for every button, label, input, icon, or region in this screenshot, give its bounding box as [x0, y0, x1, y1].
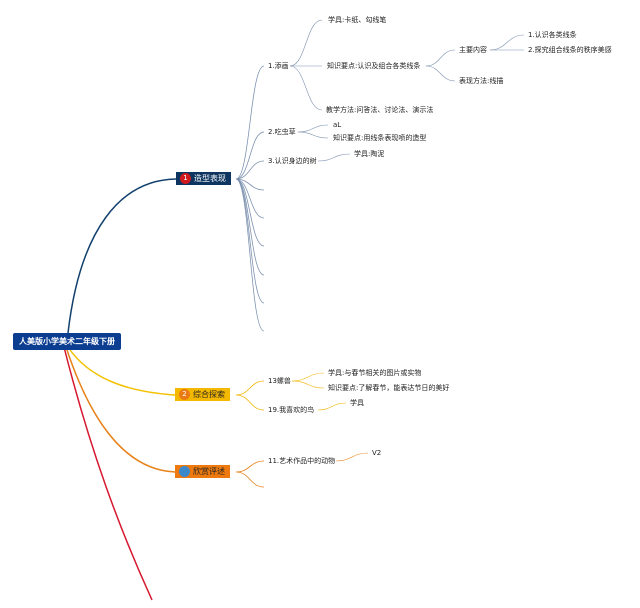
connector-line	[317, 402, 347, 411]
topic-node[interactable]: 1.添画	[268, 62, 289, 70]
connector-line	[235, 131, 265, 180]
connector-line	[235, 65, 265, 180]
topic-node[interactable]: aL	[333, 121, 342, 129]
connector-line	[235, 178, 265, 276]
connector-line	[235, 178, 265, 332]
branch-node-综合探索[interactable]: 2 综合探索	[175, 388, 230, 401]
topic-node[interactable]: 13螺兽	[268, 377, 291, 385]
branch-line	[63, 346, 153, 601]
branch-label: 欣赏评述	[193, 467, 225, 476]
connector-line	[291, 380, 325, 389]
connector-line	[489, 34, 525, 51]
branch-node-欣赏评述[interactable]: 欣赏评述	[175, 465, 230, 478]
branch-line	[65, 346, 176, 473]
badge-number-icon: 2	[179, 389, 190, 400]
topic-node[interactable]: 主要内容	[459, 46, 487, 54]
branch-label: 造型表现	[194, 174, 226, 183]
topic-node[interactable]: 学具:与春节相关的图片或实物	[328, 369, 422, 377]
topic-node[interactable]: 19.我喜欢的鸟	[268, 406, 315, 414]
branch-line	[67, 178, 177, 334]
connector-line	[425, 65, 456, 82]
connector-line	[297, 131, 329, 139]
topic-node[interactable]: 表现方法:线描	[459, 77, 504, 85]
connector-line	[289, 19, 323, 67]
connector-line	[291, 372, 325, 382]
connector-line	[235, 394, 265, 411]
branch-node-造型表现[interactable]: 1 造型表现	[176, 172, 231, 185]
topic-node[interactable]: 学具:陶泥	[354, 150, 385, 158]
topic-node[interactable]: 知识要点:认识及组合各类线条	[327, 62, 421, 70]
root-node[interactable]: 人美版小学美术二年级下册	[13, 333, 121, 350]
topic-node[interactable]: 知识要点:用线条表现喷的造型	[333, 134, 427, 142]
topic-node[interactable]: 2.探究组合线条的秩序美感	[528, 46, 612, 54]
topic-node[interactable]: 2.吃虫草	[268, 128, 296, 136]
branch-line	[67, 346, 176, 396]
connector-line	[235, 178, 265, 247]
topic-node[interactable]: V2	[372, 449, 382, 457]
connector-line	[235, 460, 265, 473]
topic-node[interactable]: 知识要点:了解春节，能表达节日的美好	[328, 384, 450, 392]
topic-node[interactable]: 学具	[350, 399, 364, 407]
connector-line	[235, 160, 265, 180]
topic-node[interactable]: 教学方法:问答法、讨论法、演示法	[326, 106, 434, 114]
connector-line	[335, 452, 369, 462]
connector-line	[317, 153, 351, 162]
connector-line	[289, 65, 323, 111]
topic-node[interactable]: 3.认识身边的树	[268, 157, 317, 165]
root-label: 人美版小学美术二年级下册	[19, 337, 115, 346]
branch-label: 综合探索	[193, 390, 225, 399]
topic-node[interactable]: 11.艺术作品中的动物	[268, 457, 336, 465]
connector-line	[425, 49, 456, 67]
connector-line	[235, 471, 265, 488]
connector-line	[297, 124, 329, 133]
globe-icon	[179, 466, 190, 477]
topic-node[interactable]: 1.认识各类线条	[528, 31, 577, 39]
topic-node[interactable]: 学具:卡纸、勾线笔	[328, 16, 387, 24]
connector-line	[235, 380, 265, 396]
badge-number-icon: 1	[180, 173, 191, 184]
